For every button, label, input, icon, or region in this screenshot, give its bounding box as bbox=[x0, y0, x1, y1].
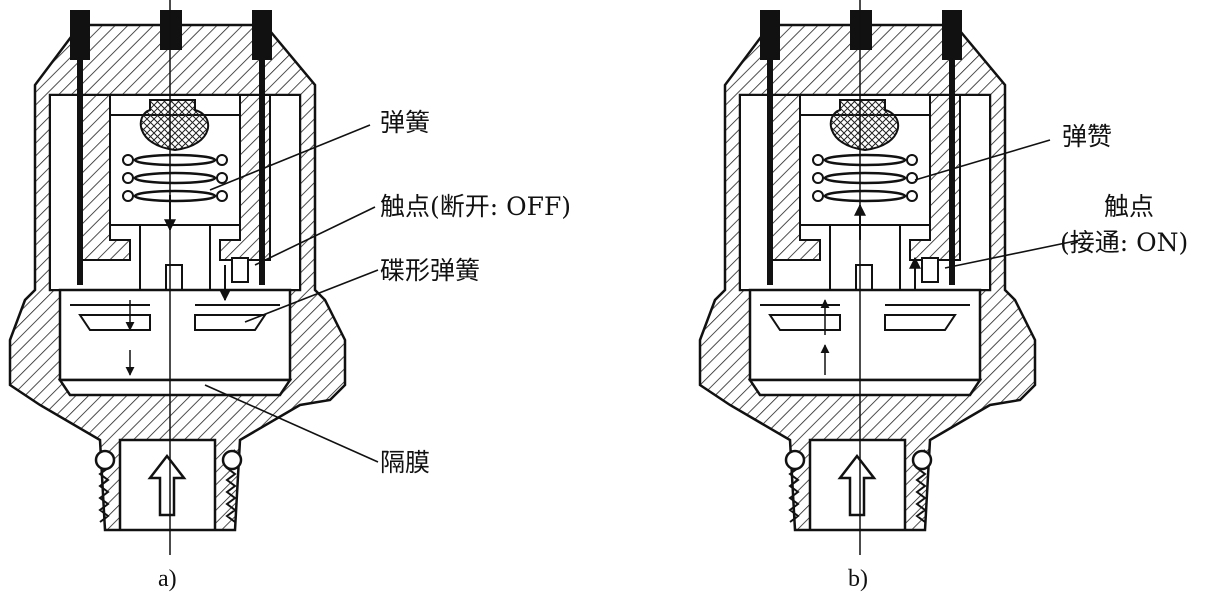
caption-b: b) bbox=[848, 566, 868, 592]
switch-a-drawing bbox=[10, 0, 379, 555]
label-spring-a: 弹簧 bbox=[380, 108, 431, 137]
label-contact-off: 触点(断开: OFF) bbox=[380, 192, 572, 221]
label-contact-b-line1: 触点 bbox=[1104, 192, 1155, 221]
caption-a: a) bbox=[158, 566, 177, 592]
label-diaphragm: 隔膜 bbox=[380, 448, 431, 477]
label-disc-spring: 碟形弹簧 bbox=[380, 256, 481, 285]
label-contact-b-line2: (接通: ON) bbox=[1060, 228, 1189, 257]
switch-b-drawing bbox=[700, 0, 1081, 555]
leader-lines-a bbox=[204, 124, 379, 463]
label-spring-b: 弹赞 bbox=[1062, 122, 1113, 151]
leader-lines-b bbox=[914, 139, 1081, 269]
